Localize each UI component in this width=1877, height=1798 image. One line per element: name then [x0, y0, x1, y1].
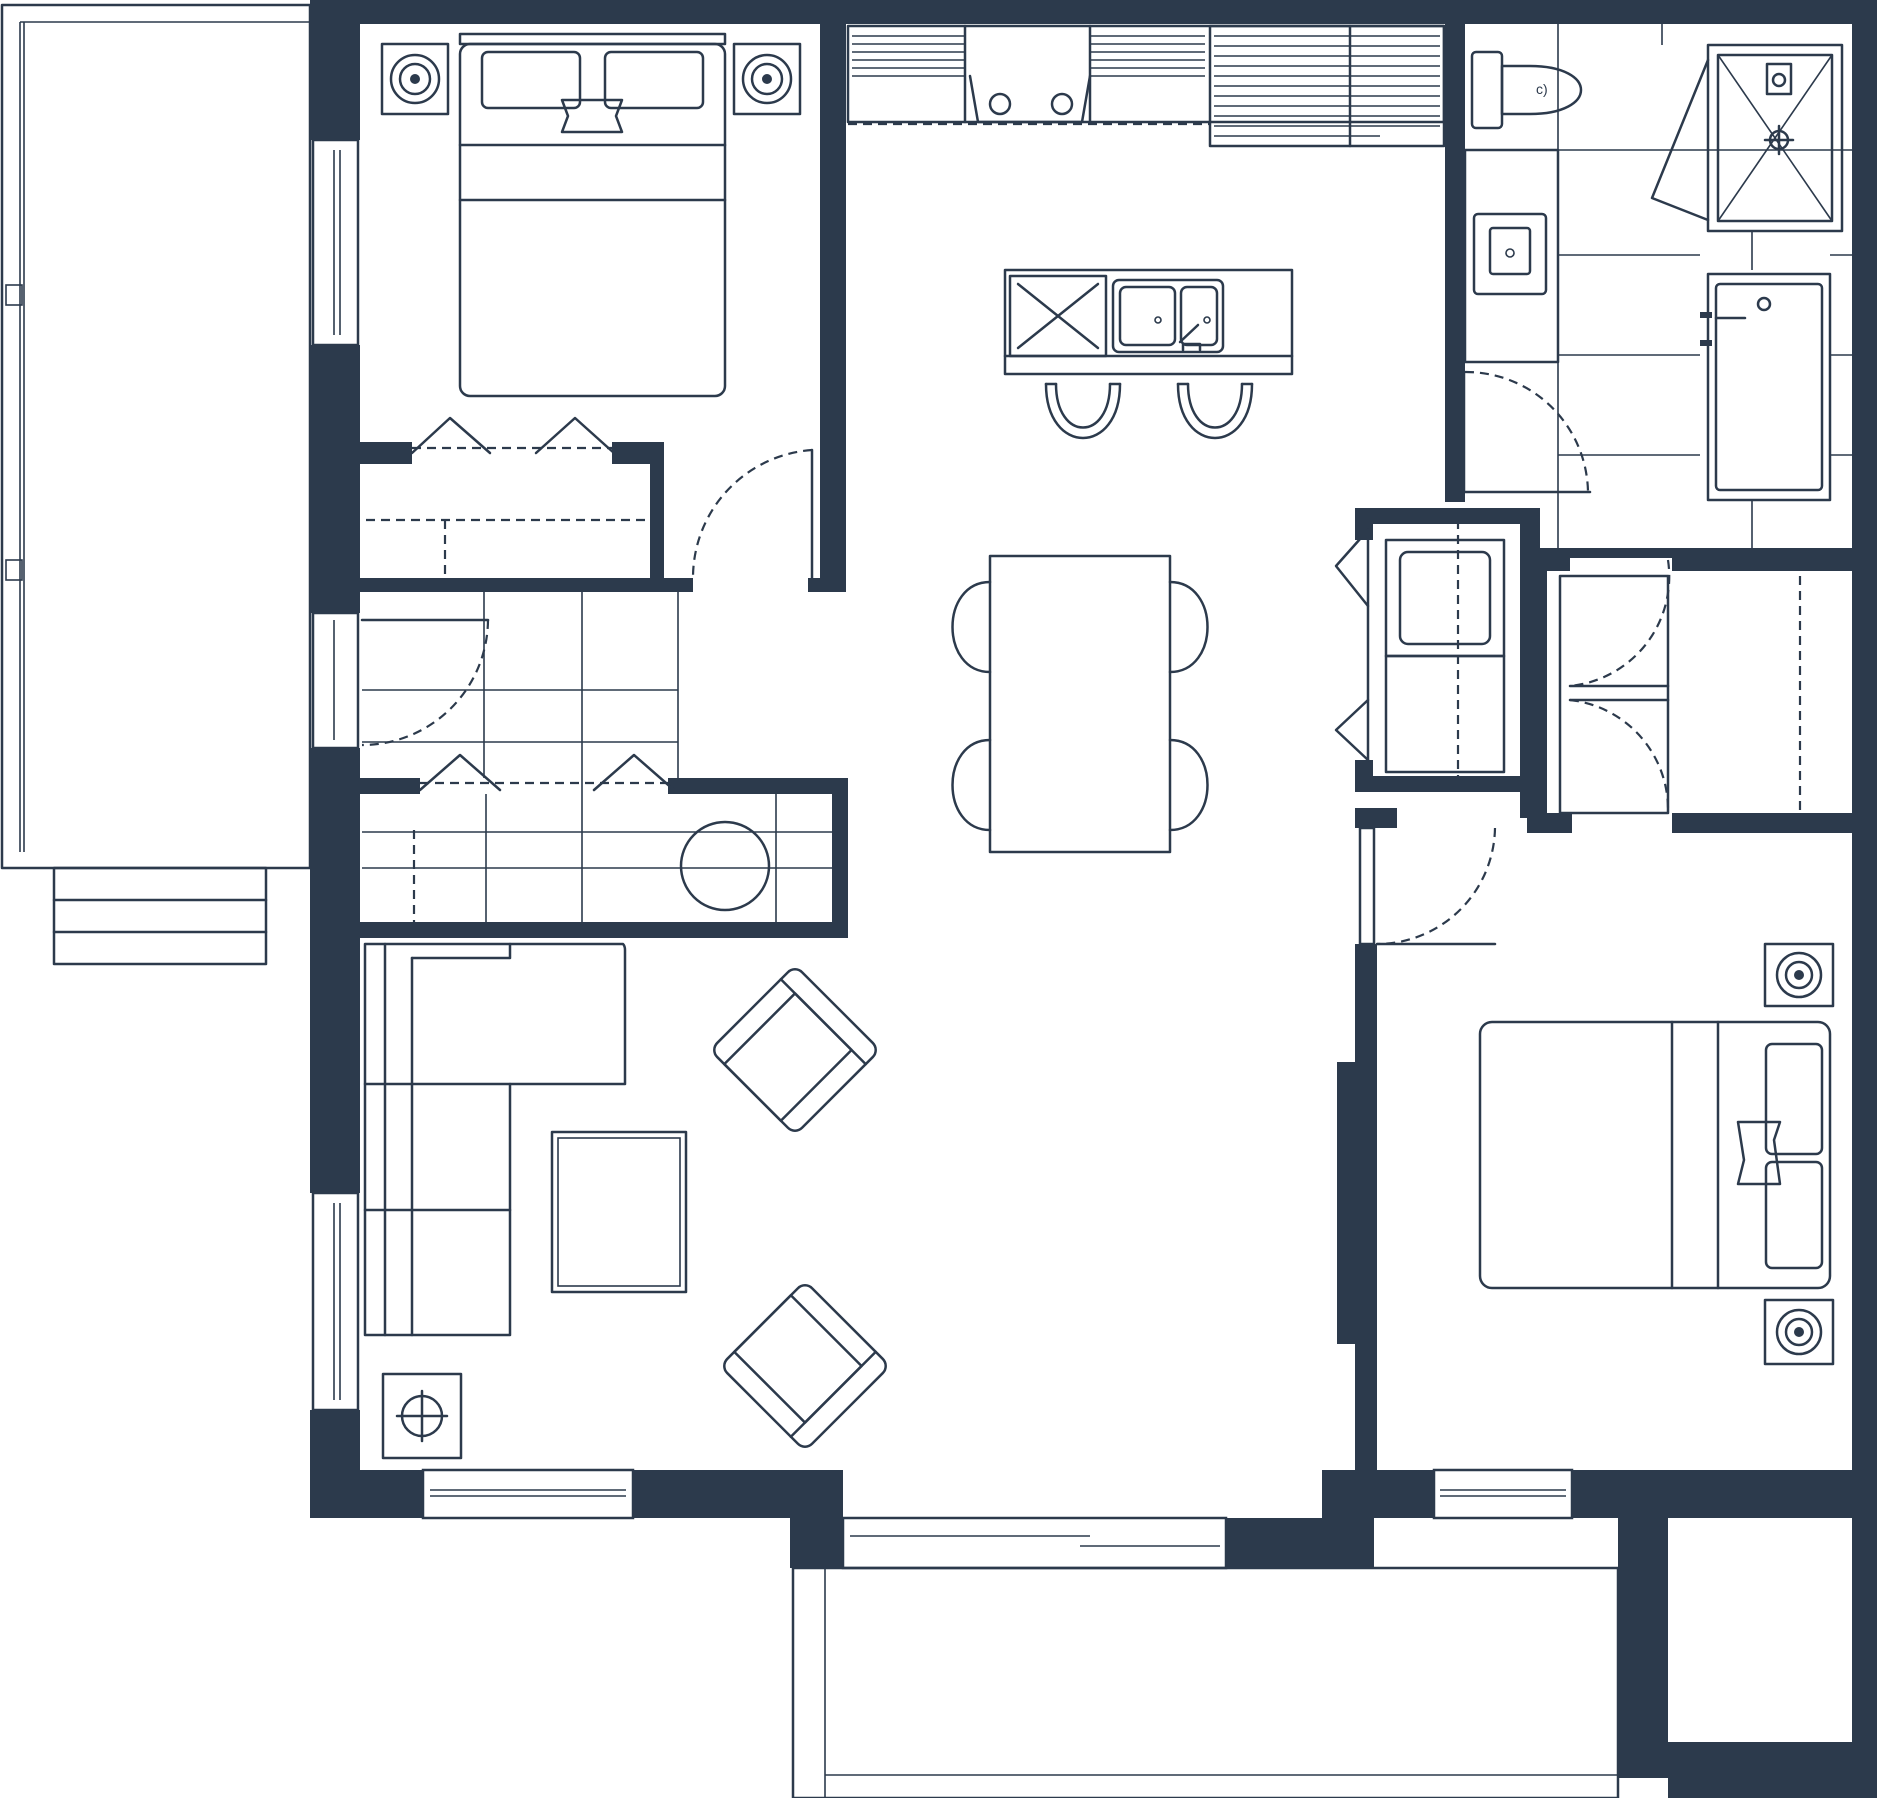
- double-bed-icon: [1478, 1020, 1832, 1290]
- tile-grid: [362, 592, 832, 930]
- sectional-sofa-icon: [363, 942, 627, 1337]
- nightstand-lamp-icon: [732, 42, 802, 116]
- water-heater-icon: [679, 820, 771, 912]
- dining-table-icon: [988, 554, 1172, 854]
- dining-chair-icon: [951, 738, 992, 832]
- balcony: [791, 1566, 1620, 1798]
- bedroom-2: [1358, 826, 1835, 1366]
- walls: [310, 0, 1877, 1798]
- kitchen-counter-icon: [1208, 24, 1446, 148]
- kitchen-island-icon: [1003, 268, 1294, 376]
- kitchen-counter-icon: [846, 24, 1446, 126]
- living: [363, 942, 887, 1460]
- double-sink-icon: [1111, 278, 1225, 354]
- armchair-icon: [713, 968, 877, 1132]
- armchair-icon: [723, 1284, 887, 1448]
- door-swing-icon: [1448, 370, 1592, 494]
- windows: [311, 138, 1574, 1570]
- coffee-table-icon: [550, 1130, 688, 1294]
- bar-stool-icon: [1176, 382, 1254, 440]
- dining-chair-icon: [1168, 738, 1209, 832]
- entry: [360, 592, 832, 930]
- bathroom: c): [1448, 24, 1852, 550]
- terrace-steps: [52, 866, 268, 966]
- corner-shower-icon: [1650, 43, 1844, 233]
- laundry: [1334, 520, 1506, 780]
- toilet-symbol: c): [1536, 81, 1548, 97]
- bar-stool-icon: [1044, 382, 1122, 440]
- side-table-icon: [381, 1372, 463, 1460]
- double-sink-icon: [968, 74, 1092, 124]
- door-swing-icon: [1568, 698, 1670, 811]
- dryer-icon: [1384, 654, 1506, 774]
- dining: [951, 554, 1209, 854]
- bathtub-icon: [1700, 272, 1832, 502]
- window-icon: [311, 1191, 360, 1412]
- dining-chair-icon: [951, 580, 992, 674]
- cooktop-icon: [1008, 274, 1108, 358]
- closet-bifold-door-icon: [412, 753, 676, 922]
- toilet-icon: c): [1470, 50, 1583, 130]
- bedroom-1: [366, 32, 814, 580]
- nightstand-lamp-icon: [380, 42, 450, 116]
- nightstand-lamp-icon: [1763, 942, 1835, 1008]
- window-icon: [311, 611, 360, 750]
- closet-bifold-door-icon: [366, 416, 645, 578]
- hall-closet: [1558, 559, 1802, 815]
- tile-grid: [1557, 24, 1852, 550]
- window-icon: [311, 138, 360, 347]
- door-swing-icon: [1358, 826, 1497, 946]
- dining-chair-icon: [1168, 580, 1209, 674]
- vanity-sink-icon: [1463, 148, 1560, 364]
- door-swing-icon: [1568, 559, 1671, 688]
- door-swing-icon: [360, 618, 490, 747]
- window-icon: [841, 1516, 1228, 1570]
- window-icon: [421, 1468, 635, 1520]
- washer-icon: [1384, 538, 1506, 658]
- double-bed-icon: [458, 32, 727, 398]
- closet-bifold-door-icon: [1334, 528, 1370, 762]
- window-icon: [1432, 1468, 1574, 1520]
- nightstand-lamp-icon: [1763, 1298, 1835, 1366]
- cooktop-icon: [852, 24, 1205, 124]
- terrace: [0, 3, 312, 966]
- kitchen: [846, 24, 1446, 440]
- door-swing-icon: [691, 448, 814, 580]
